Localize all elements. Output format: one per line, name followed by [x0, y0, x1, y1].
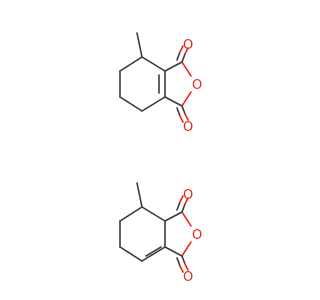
bond [141, 246, 166, 262]
bond [179, 115, 184, 123]
molecule-1: O O O [119, 32, 202, 135]
bond [184, 113, 189, 121]
oxygen-atom-label: O [183, 120, 193, 135]
oxygen-atom-label: O [192, 78, 202, 93]
bond [181, 91, 192, 107]
bond [184, 197, 189, 205]
oxygen-atom-label: O [192, 228, 202, 243]
bond [184, 263, 189, 271]
bond [184, 47, 189, 55]
bond [181, 61, 192, 77]
bond [119, 56, 143, 72]
bond [181, 203, 186, 213]
bond [164, 96, 183, 107]
molecule-1-bonds [119, 32, 192, 123]
bond [176, 257, 181, 267]
bond [141, 206, 166, 222]
oxygen-atom-label: O [183, 270, 193, 285]
bond [179, 45, 184, 53]
bond [179, 265, 184, 273]
bond [164, 246, 183, 257]
bond [176, 51, 181, 61]
bond [136, 182, 143, 208]
bond [179, 195, 184, 203]
bond [164, 61, 183, 72]
structure-diagram: O O O [119, 32, 202, 285]
bond [136, 32, 143, 58]
bond [141, 96, 166, 112]
bond [176, 201, 181, 211]
oxygen-atom-label: O [183, 188, 193, 203]
bond [181, 53, 186, 63]
bond [119, 96, 143, 112]
molecule-2-bonds [119, 182, 192, 273]
molecule-2: O O O [119, 182, 202, 285]
bond [119, 206, 143, 222]
bond [164, 211, 183, 222]
bond [181, 105, 186, 115]
bond [176, 107, 181, 117]
bond [181, 241, 192, 257]
bond [181, 255, 186, 265]
bond [141, 56, 166, 72]
bond [119, 246, 143, 262]
oxygen-atom-label: O [183, 38, 193, 53]
bond [181, 211, 192, 227]
bond [145, 246, 162, 257]
